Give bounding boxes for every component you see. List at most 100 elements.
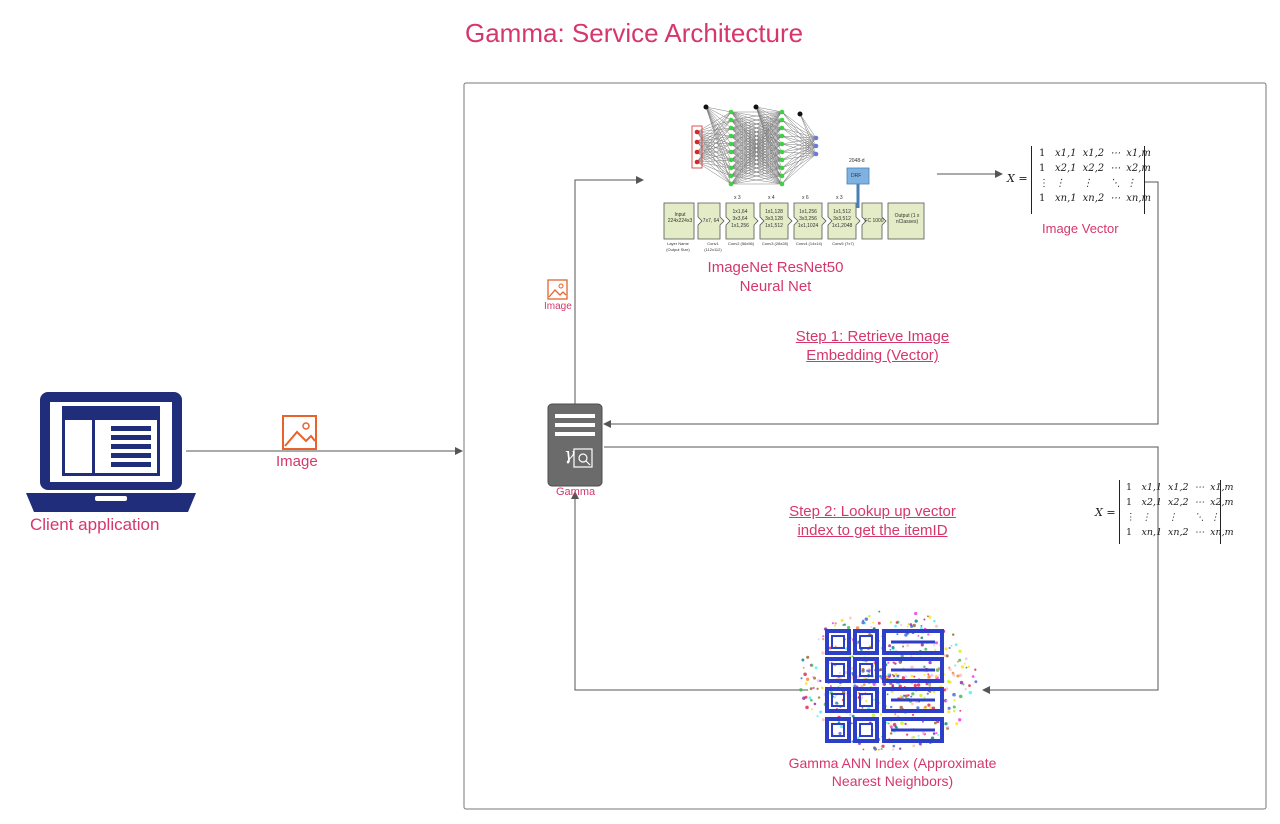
ann-point	[870, 625, 873, 628]
ann-point	[898, 660, 903, 664]
ann-grid-inner	[831, 693, 845, 707]
nn-node	[779, 149, 785, 155]
ann-point	[921, 731, 925, 735]
nn-node	[728, 109, 734, 115]
ann-point	[920, 643, 924, 647]
nn-connection	[696, 141, 732, 185]
ann-grid-cell	[853, 629, 879, 655]
step1-link[interactable]: Step 1: Retrieve Image Embedding (Vector…	[770, 327, 975, 365]
ann-point	[816, 715, 819, 718]
nn-connection	[781, 135, 817, 139]
nn-connection	[781, 137, 817, 161]
nn-bias-connection	[755, 106, 783, 153]
step1-line2: Embedding (Vector)	[806, 347, 939, 364]
ann-point	[810, 698, 813, 702]
ann-point	[887, 673, 890, 676]
matrix-cell: x2,m	[1126, 163, 1151, 174]
ann-point	[801, 658, 805, 662]
nn-connection	[730, 111, 783, 129]
ann-point	[897, 682, 901, 686]
ann-point	[952, 673, 956, 677]
nn-bias-connection	[755, 106, 783, 169]
nn-node	[779, 141, 785, 147]
nn-bias-connection	[705, 106, 732, 153]
output-block-label: Output (1 x nClasses)	[894, 213, 920, 225]
matrix-cell: xn,m	[1126, 193, 1151, 204]
ann-point	[810, 708, 813, 711]
ann-point	[861, 620, 865, 625]
ann-point	[958, 718, 962, 722]
nn-connection	[730, 111, 783, 177]
ann-point	[906, 625, 909, 628]
ann-point	[833, 696, 836, 699]
ann-grid-inner	[859, 663, 873, 677]
ann-point	[912, 735, 916, 739]
nn-bias-connection	[755, 106, 783, 145]
ann-point	[923, 665, 926, 669]
nn-node	[728, 173, 734, 179]
matrix-cell: ⋮	[1126, 512, 1136, 523]
nn-node	[728, 149, 734, 155]
matrix-cell: ⋮	[1055, 178, 1065, 189]
matrix-cell: x1,2	[1082, 148, 1105, 159]
ann-point	[867, 670, 871, 673]
ann-point	[891, 645, 895, 650]
nn-node	[779, 181, 785, 187]
ann-point	[805, 677, 810, 681]
nn-bias-connection	[799, 113, 817, 139]
matrix-cell: xn,m	[1210, 527, 1234, 538]
nn-bias-connection	[755, 106, 783, 177]
ann-label: Gamma ANN Index (Approximate Nearest Nei…	[770, 754, 1015, 790]
ann-point	[912, 744, 916, 748]
nn-bias-connection	[705, 106, 732, 177]
ann-label-line2: Nearest Neighbors)	[831, 773, 954, 789]
ann-grid-cell	[853, 687, 879, 713]
resnet-repeat-label: x 3	[836, 195, 843, 201]
nn-connection	[696, 141, 732, 145]
ann-point	[909, 623, 913, 626]
ann-point	[919, 693, 923, 698]
matrix-cell: ⋮	[1168, 512, 1178, 523]
ann-point	[930, 673, 934, 677]
ann-point	[911, 713, 915, 716]
matrix-cell: x1,1	[1055, 148, 1077, 159]
nn-node	[813, 135, 819, 141]
ann-point	[955, 722, 959, 726]
neural-net-graph	[691, 104, 819, 187]
matrix-cell: ⋯	[1194, 482, 1205, 493]
ann-point	[841, 690, 846, 694]
ann-point	[877, 621, 881, 625]
ann-point	[952, 705, 956, 709]
ann-point	[945, 687, 949, 691]
matrix-row: ⋮⋮⋮⋱⋮	[1123, 510, 1237, 525]
nn-node	[728, 141, 734, 147]
ann-point	[959, 709, 962, 712]
ann-point	[851, 655, 854, 658]
ann-point	[901, 676, 906, 680]
ann-point	[819, 679, 822, 683]
ann-point	[862, 748, 865, 751]
nn-node	[728, 157, 734, 163]
ann-point	[912, 623, 916, 628]
ann-point	[873, 747, 877, 751]
nn-connection	[781, 137, 817, 145]
ann-point	[847, 626, 851, 630]
ann-point	[889, 705, 893, 709]
nn-node	[779, 133, 785, 139]
ann-point	[956, 660, 959, 663]
matrix-cell: x2,1	[1055, 163, 1077, 174]
ann-point	[927, 675, 931, 679]
image-icon	[282, 415, 317, 450]
ann-point	[927, 703, 931, 707]
nn-connection	[696, 143, 732, 163]
resnet-block-diagram	[663, 167, 925, 240]
conv1-block-label: 7x7, 64	[702, 218, 720, 224]
nn-node	[728, 117, 734, 123]
ann-point	[840, 618, 844, 623]
step2-link[interactable]: Step 2: Lookup up vector index to get th…	[760, 502, 985, 540]
